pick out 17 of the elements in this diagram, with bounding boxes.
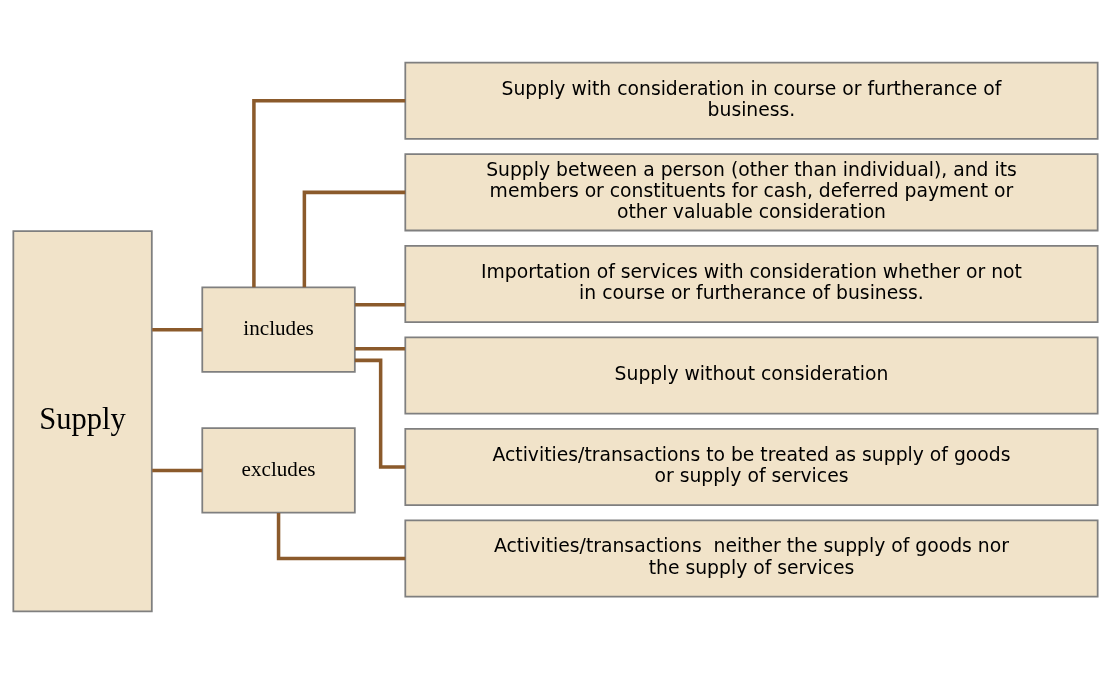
node-box: Supply without consideration xyxy=(404,335,1099,414)
node-box: includes xyxy=(201,286,356,373)
node-box: Activities/transactions to be treated as supply of goods or supply of services xyxy=(404,427,1099,506)
node-box: Supply with consideration in course or furtherance of business. xyxy=(404,61,1099,140)
connector xyxy=(252,98,406,287)
node-box: Importation of services with consideration whether or not in course or furtherance of business. xyxy=(404,244,1099,323)
connector xyxy=(302,190,406,287)
connector xyxy=(152,468,203,472)
node-box: excludes xyxy=(201,426,356,514)
node-box: Supply xyxy=(12,229,153,612)
node-box: Supply between a person (other than individual), and its members or constituents for cash, deferred payment or other valuable consideration xyxy=(404,152,1099,231)
connector xyxy=(355,302,405,306)
connector xyxy=(355,346,405,351)
connector xyxy=(354,358,405,469)
connector xyxy=(152,327,203,331)
connector xyxy=(276,512,406,560)
node-box: Activities/transactions neither the supply of goods nor the supply of services xyxy=(404,519,1099,597)
